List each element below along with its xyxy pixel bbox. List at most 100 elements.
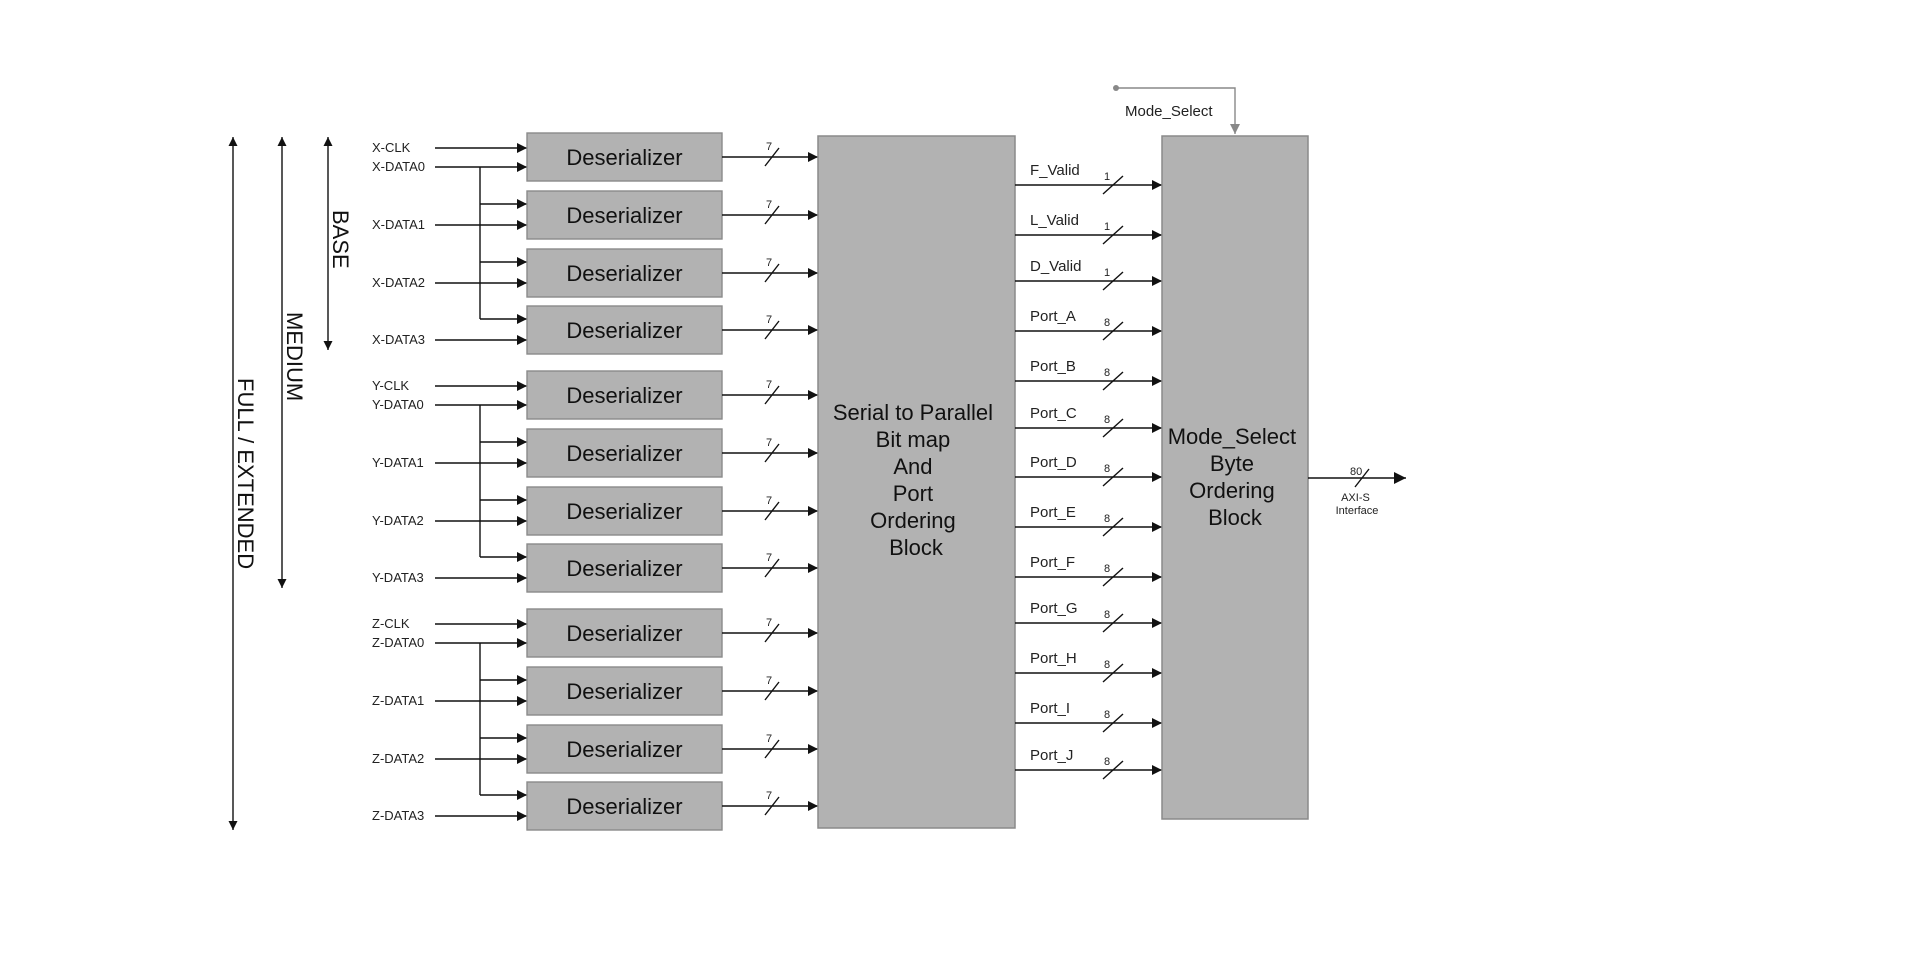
port-name: Port_B [1030,358,1076,375]
bus-width-slash [764,796,780,816]
port-name: Port_G [1030,600,1078,617]
output-bus: 80 AXI-S Interface [1308,466,1406,517]
bus-width-slash [764,147,780,167]
deserializer-label: Deserializer [566,441,682,466]
bus-width-slash [764,739,780,759]
port-bus-slash [1102,713,1124,733]
deserializer-rect [526,486,723,536]
port-bus-port-h: Port_H 8 [1015,650,1162,683]
deserializer-label: Deserializer [566,679,682,704]
port-width: 8 [1104,463,1110,475]
data-label: X-DATA0 [372,159,425,174]
serial-block-title: Serial to Parallel Bit map And Port Orde… [833,400,999,560]
deserializer-block: Deserializer [526,132,723,182]
deserializer-block: Deserializer [526,248,723,298]
bus-width-label: 7 [766,617,772,629]
port-name: Port_I [1030,700,1070,717]
port-bus-slash [1102,467,1124,487]
deserializer-block: Deserializer [526,781,723,831]
deserializer-rect [526,666,723,716]
mode-line-4: Block [1208,505,1263,530]
deserializer-label: Deserializer [566,383,682,408]
mode-line-2: Byte [1210,451,1254,476]
port-name: Port_E [1030,504,1076,521]
deserializer-rect [526,370,723,420]
data-label: Y-DATA1 [372,455,424,470]
output-width: 80 [1350,466,1362,478]
deserializer-label: Deserializer [566,145,682,170]
port-width: 8 [1104,367,1110,379]
output-label-line-2: Interface [1336,505,1379,517]
data-label: X-DATA3 [372,332,425,347]
bus-width-label: 7 [766,199,772,211]
port-bus-slash [1102,613,1124,633]
port-bus-slash [1102,760,1124,780]
port-name: D_Valid [1030,258,1081,275]
serial-line-5: Ordering [870,508,956,533]
port-bus-slash [1102,225,1124,245]
port-name: Port_J [1030,747,1073,764]
output-label: AXI-S Interface [1336,492,1379,517]
mode-select-block: Mode_Select Byte Ordering Block [1161,135,1309,820]
mode-select-input: Mode_Select [1113,85,1240,134]
deserializer-label: Deserializer [566,318,682,343]
deserializer-block: Deserializer [526,428,723,478]
port-width: 1 [1104,267,1110,279]
bus-width-slash [764,558,780,578]
port-bus-slash [1102,663,1124,683]
port-width: 8 [1104,563,1110,575]
port-width: 8 [1104,317,1110,329]
deserializer-block: Deserializer [526,305,723,355]
port-width: 1 [1104,171,1110,183]
output-bus-slash [1354,468,1370,488]
bus-width-label: 7 [766,437,772,449]
mode-line-3: Ordering [1189,478,1275,503]
deserializer-label: Deserializer [566,794,682,819]
deserializer-block: Deserializer [526,370,723,420]
port-width: 8 [1104,756,1110,768]
port-bus-slash [1102,175,1124,195]
bus-width-slash [764,501,780,521]
deserializer-rect [526,190,723,240]
port-bus-slash [1102,567,1124,587]
deserializer-rect [526,608,723,658]
serial-line-1: Serial to Parallel [833,400,993,425]
deserializer-label: Deserializer [566,556,682,581]
data-label: Y-DATA0 [372,397,424,412]
bus-width-slash [764,623,780,643]
output-label-line-1: AXI-S [1341,492,1370,504]
bus-width-slash [764,320,780,340]
bus-width-label: 7 [766,495,772,507]
port-bus-slash [1102,321,1124,341]
data-label: Z-DATA1 [372,693,424,708]
serial-line-2: Bit map [876,427,951,452]
bus-width-label: 7 [766,141,772,153]
deserializer-label: Deserializer [566,621,682,646]
bus-width-label: 7 [766,733,772,745]
port-width: 1 [1104,221,1110,233]
port-name: Port_A [1030,308,1076,325]
port-bus-port-j: Port_J 8 [1015,747,1162,780]
bus-width-label: 7 [766,552,772,564]
bus-width-label: 7 [766,257,772,269]
data-label: Z-DATA3 [372,808,424,823]
port-width: 8 [1104,709,1110,721]
deserializer-block: Deserializer [526,724,723,774]
bus-width-slash [764,263,780,283]
bus-width-slash [764,385,780,405]
clk-label: Y-CLK [372,378,409,393]
data-label: Z-DATA0 [372,635,424,650]
port-name: Port_H [1030,650,1077,667]
port-width: 8 [1104,414,1110,426]
deserializer-block: Deserializer [526,486,723,536]
bus-width-label: 7 [766,790,772,802]
port-width: 8 [1104,659,1110,671]
